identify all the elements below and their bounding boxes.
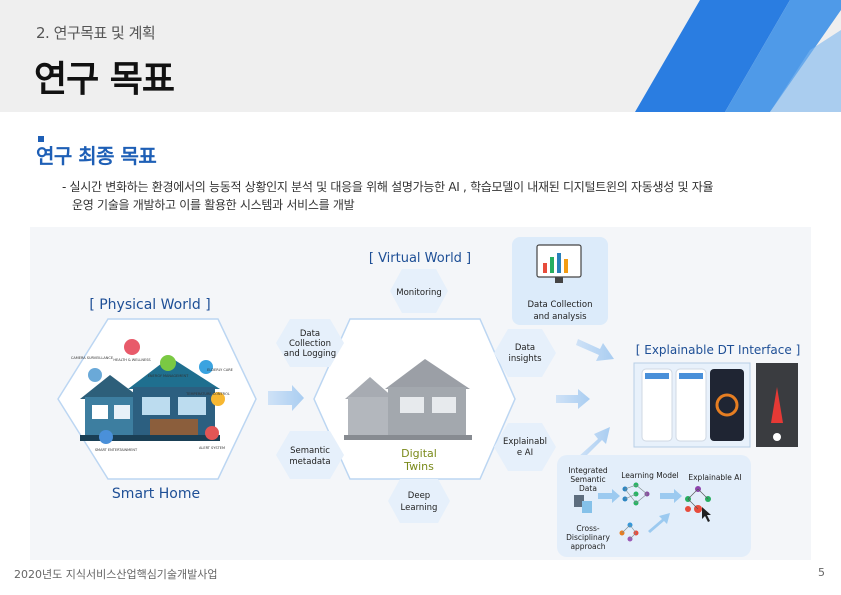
explainable-ai-hex-label-1: Explainabl [503,437,547,447]
home-label-camera: CAMERA SURVEILLANCE [71,356,113,360]
smart-home-illustration [80,357,220,441]
arrow-to-interface-bottom [578,427,610,460]
interface-phone-mockups [641,368,744,442]
deep-learning-hexagon [388,479,450,523]
semantic-metadata-label-1: Semantic [290,446,330,456]
ar-capture-button [773,433,781,441]
explainable-ai-hexagon [494,423,556,471]
concept-diagram: [ Physical World ] CAMERA SURVEILLANCE H… [57,237,801,557]
section-description: - 실시간 변화하는 환경에서의 능동적 상황인지 분석 및 대응을 위해 설명… [62,178,802,214]
cross-disciplinary-label-3: approach [570,542,605,551]
concept-figure: [ Physical World ] CAMERA SURVEILLANCE H… [30,227,811,560]
section-bullet [38,136,44,142]
description-line-1: - 실시간 변화하는 환경에서의 능동적 상황인지 분석 및 대응을 위해 설명… [62,180,714,194]
page-title: 연구 목표 [34,59,175,100]
monitoring-hexagon [390,269,448,313]
explainable-dt-interface-label: [ Explainable DT Interface ] [636,343,801,357]
header-band: 2. 연구목표 및 계획 연구 목표 [0,0,841,112]
physical-world-label: [ Physical World ] [89,297,210,313]
home-label-health: HEALTH & WELLNESS [113,358,151,362]
arrow-physical-to-virtual [268,385,304,411]
integrated-semantic-label-2: Semantic [570,475,605,484]
cross-disciplinary-label-1: Cross- [576,524,600,533]
arrow-semantic-to-model [598,489,620,503]
data-analysis-label-2: and analysis [533,312,587,322]
home-label-alert: ALERT SYSTEM [199,446,225,450]
arrow-model-to-explainable [660,489,682,503]
semantic-metadata-hexagon [276,431,344,479]
arrow-to-interface-top [576,339,614,361]
smart-home-label: Smart Home [112,486,200,502]
monitoring-label: Monitoring [396,288,441,298]
digital-twin-house [344,359,472,440]
breadcrumb: 2. 연구목표 및 계획 [36,24,156,42]
virtual-world-label: [ Virtual World ] [369,251,471,266]
data-analysis-label-1: Data Collection [527,300,592,310]
digital-twins-label-2: Twins [403,460,434,473]
data-insights-hexagon [494,329,556,377]
ar-visualization-mark [771,387,783,423]
footer-program-name: 2020년도 지식서비스산업핵심기술개발사업 [14,568,218,581]
integrated-semantic-label-1: Integrated [568,466,608,475]
cross-disciplinary-icon [619,522,639,542]
data-collection-label-2: Collection [289,339,331,349]
explainable-ai-label: Explainable AI [688,473,741,482]
neural-network-icon [622,482,650,506]
smart-home-feature-icons [88,339,225,444]
deep-learning-label-2: Learning [401,503,438,513]
data-collection-label-1: Data [300,329,320,339]
data-insights-label-2: insights [508,354,542,364]
page-number: 5 [818,566,825,579]
analytics-monitor-icon [536,244,582,283]
home-label-temperature: TEMPERATURE CONTROL [185,392,230,396]
explainable-ai-card [557,455,751,557]
data-collection-label-3: and Logging [284,349,336,359]
learning-model-label: Learning Model [621,471,678,480]
data-collection-hexagon [276,319,344,367]
section-title: 연구 최종 목표 [36,144,157,168]
integrated-semantic-label-3: Data [579,484,597,493]
home-label-energy: ENERGY MANAGEMENT [148,374,189,378]
explainable-ai-icon [685,486,711,522]
deep-learning-label-1: Deep [408,491,430,501]
semantic-data-icon [574,495,592,513]
arrow-cross-to-model [648,513,670,533]
semantic-metadata-label-2: metadata [289,457,330,467]
arrow-to-interface-middle [556,389,590,409]
explainable-ai-hex-label-2: e AI [517,448,533,458]
home-label-entertainment: SMART ENTERTAINMENT [95,448,138,452]
cross-disciplinary-label-2: Disciplinary [566,533,610,542]
description-line-2: 운영 기술을 개발하고 이를 활용한 시스템과 서비스를 개발 [72,198,355,212]
home-label-elderly: ELDERLY CARE [207,368,233,372]
digital-twins-label-1: Digital [401,447,437,460]
header-stripes [635,0,841,112]
data-insights-label-1: Data [515,343,535,353]
